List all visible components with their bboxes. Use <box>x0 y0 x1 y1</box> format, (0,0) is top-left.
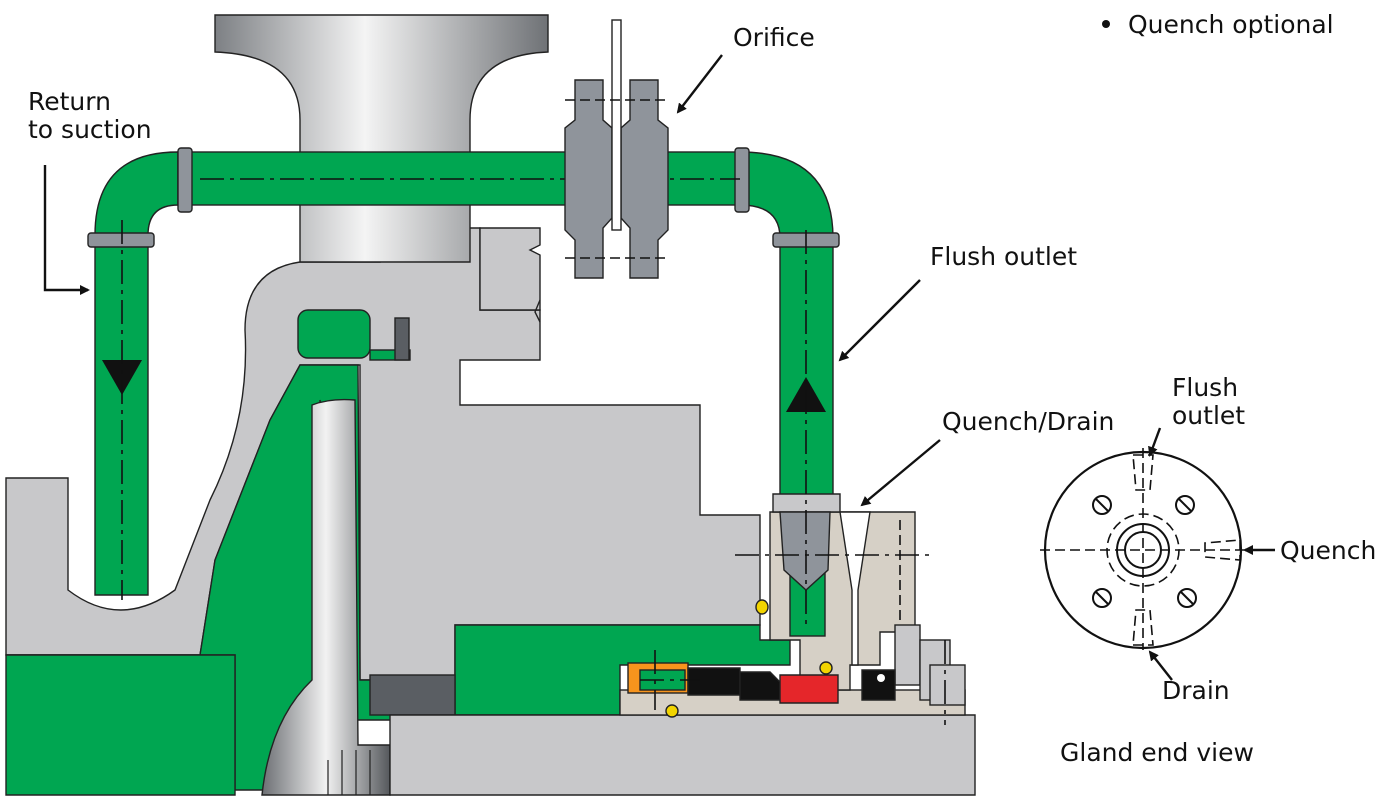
labels: Orifice Return to suction Flush outlet Q… <box>28 10 1376 767</box>
orifice-assembly <box>564 19 669 279</box>
pump-casing <box>5 227 761 706</box>
seal-chamber <box>369 511 976 796</box>
impeller-shaft <box>261 398 391 796</box>
mechanical-seal <box>627 662 896 704</box>
end-view-flush-label-line1: Flush <box>1172 373 1238 402</box>
gland-end-view-caption: Gland end view <box>1060 738 1254 767</box>
end-view-quench-label: Quench <box>1280 536 1376 565</box>
return-label-line1: Return <box>28 87 111 116</box>
flush-piping <box>87 147 841 637</box>
discharge-nozzle <box>214 14 549 263</box>
flush-outlet-label: Flush outlet <box>930 242 1077 271</box>
quench-drain-label: Quench/Drain <box>942 407 1114 436</box>
end-view-flush-label-line2: outlet <box>1172 401 1245 430</box>
bullet-icon <box>1102 20 1110 28</box>
process-fluid <box>5 309 791 796</box>
leader-arrows <box>43 54 1275 681</box>
return-label-line2: to suction <box>28 115 152 144</box>
quench-optional-note: Quench optional <box>1128 10 1334 39</box>
bolt-holes <box>1092 495 1197 608</box>
end-view-drain-label: Drain <box>1162 676 1230 705</box>
orifice-label: Orifice <box>733 23 815 52</box>
gland-end-view <box>1040 448 1250 650</box>
